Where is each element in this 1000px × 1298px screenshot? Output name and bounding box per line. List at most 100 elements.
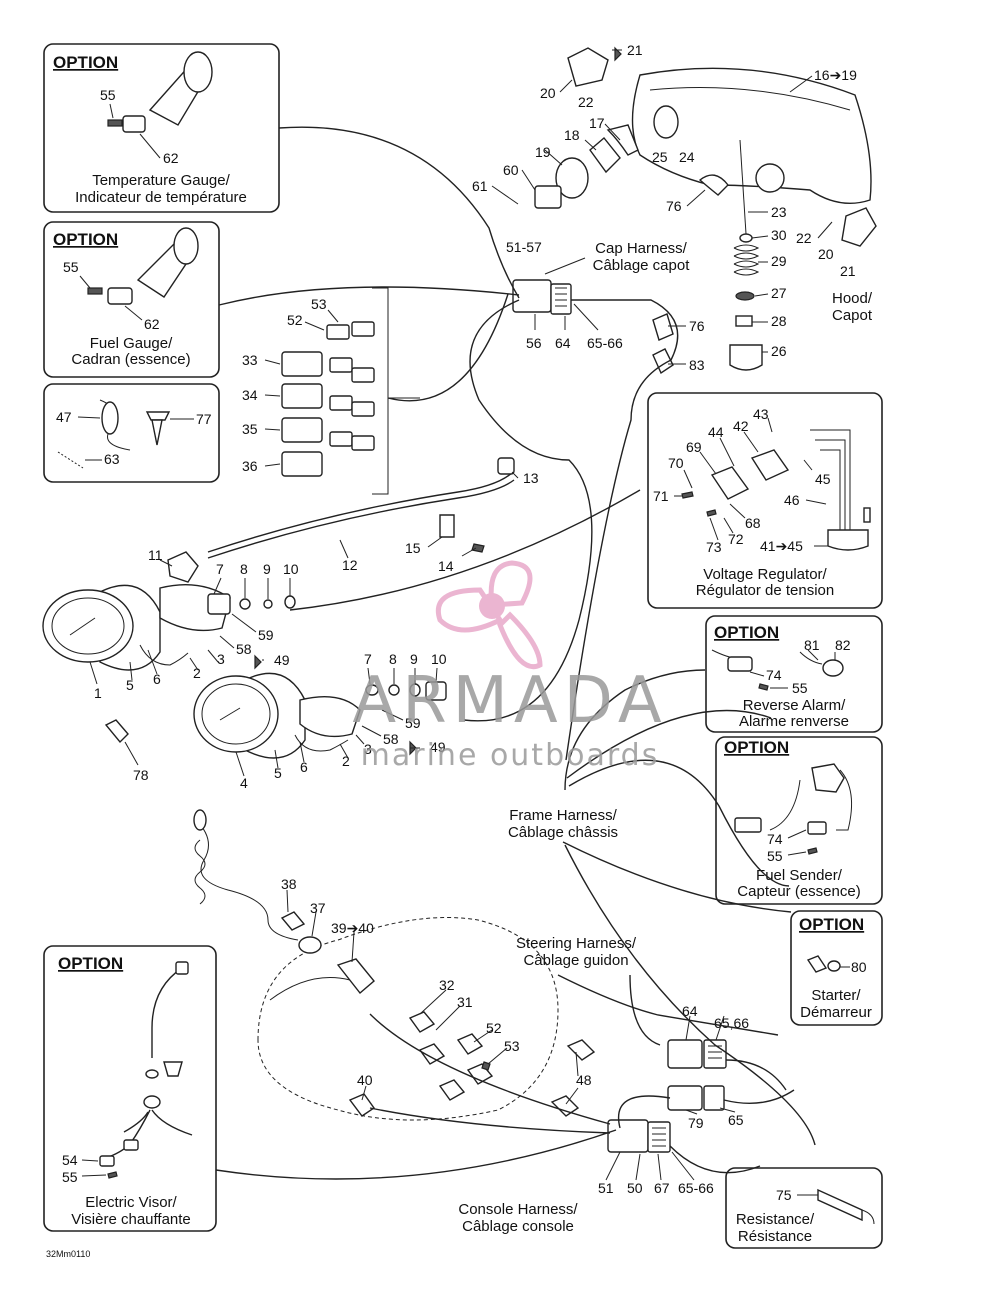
hood-caption-line1: Hood/ [832,290,873,307]
part-number: 58 [383,731,399,747]
part-number: 24 [679,149,695,165]
part-number: 54 [62,1152,78,1168]
part-number: 58 [236,641,252,657]
part-number: 28 [771,313,787,329]
part-number: 53 [504,1038,520,1054]
hardware-box: 47 77 63 [43,383,220,483]
part-number: 8 [240,561,248,577]
part-number: 22 [796,230,812,246]
option-heading: OPTION [53,230,118,249]
part-number: 34 [242,387,258,403]
part-number: 65-66 [678,1180,714,1196]
part-number: 49 [274,652,290,668]
part-number: 83 [689,357,705,373]
part-number: 45 [815,471,831,487]
part-number: 42 [733,418,749,434]
connector-group [264,287,420,495]
part-number: 35 [242,421,258,437]
option-heading: OPTION [799,915,864,934]
box-caption-line1: Reverse Alarm/ [743,697,846,714]
box-caption-line1: Electric Visor/ [85,1194,177,1211]
part-number: 21 [627,42,643,58]
box-caption-line2: Indicateur de température [75,189,247,206]
console-harness-caption-line2: Câblage console [462,1218,574,1235]
part-number: 6 [153,671,161,687]
part-number: 26 [771,343,787,359]
brand-watermark: ARMADA marine outboards [352,560,662,773]
box-caption-line2: Régulator de tension [696,582,834,599]
harness-wires [215,126,816,1180]
part-number: 39➔40 [331,920,374,936]
part-number: 55 [100,87,116,103]
part-number: 64 [682,1003,698,1019]
part-number: 13 [523,470,539,486]
part-number: 77 [196,411,212,427]
part-number: 55 [62,1169,78,1185]
box-caption-line1: Fuel Gauge/ [90,335,173,352]
starter-box: OPTION [790,910,883,1026]
part-number: 38 [281,876,297,892]
gauge-assembly-lower [104,672,447,759]
part-number: 30 [771,227,787,243]
part-number: 76 [689,318,705,334]
part-number: 46 [784,492,800,508]
option-box-fuel-gauge: OPTION 55 62 Fuel Gauge/ Cadran (essence… [43,221,220,378]
part-number: 62 [163,150,179,166]
part-number: 74 [766,667,782,683]
part-number: 5 [126,677,134,693]
part-number: 65 [728,1112,744,1128]
part-number: 7 [216,561,224,577]
hood-leaders [491,49,833,353]
part-number: 63 [104,451,120,467]
part-number: 52 [486,1020,502,1036]
box-caption-line2: Visière chauffante [71,1211,191,1228]
part-number: 25 [652,149,668,165]
part-number: 44 [708,424,724,440]
part-number: 62 [144,316,160,332]
cap-harness [512,257,686,375]
part-number: 14 [438,558,454,574]
part-number: 69 [686,439,702,455]
part-number: 17 [589,115,605,131]
fuel-gauge-part [87,227,199,305]
voltage-regulator-box [647,392,883,609]
box-caption-line1: Fuel Sender/ [756,867,843,884]
part-number: 64 [555,335,571,351]
part-number: 33 [242,352,258,368]
part-number: 18 [564,127,580,143]
console-assembly [193,809,736,1181]
box-caption-line2: Capteur (essence) [737,883,860,900]
part-number: 22 [578,94,594,110]
part-number: 9 [410,651,418,667]
part-number: 10 [431,651,447,667]
part-number: 7 [364,651,372,667]
part-number: 20 [540,85,556,101]
box-caption-line2: Alarme renverse [739,713,849,730]
part-number: 74 [767,831,783,847]
part-number: 60 [503,162,519,178]
option-heading: OPTION [724,738,789,757]
part-number: 47 [56,409,72,425]
frame-harness-caption-line2: Câblage châssis [508,824,618,841]
part-number: 3 [364,741,372,757]
speedometer-cable [207,457,519,559]
part-number: 29 [771,253,787,269]
part-number: 71 [653,488,669,504]
fuel-sender-box: OPTION [715,736,883,905]
part-number: 5 [274,765,282,781]
part-number: 4 [240,775,248,791]
part-number: 56 [526,335,542,351]
part-number: 16➔19 [814,67,857,83]
part-number: 61 [472,178,488,194]
part-number: 48 [576,1072,592,1088]
part-number: 53 [311,296,327,312]
part-number: 31 [457,994,473,1010]
frame-harness-caption-line1: Frame Harness/ [509,807,617,824]
part-number: 40 [357,1072,373,1088]
part-number: 73 [706,539,722,555]
part-number: 36 [242,458,258,474]
gauge-assembly-upper [42,551,296,671]
part-number: 19 [535,144,551,160]
box-caption-line2: Cadran (essence) [71,351,190,368]
